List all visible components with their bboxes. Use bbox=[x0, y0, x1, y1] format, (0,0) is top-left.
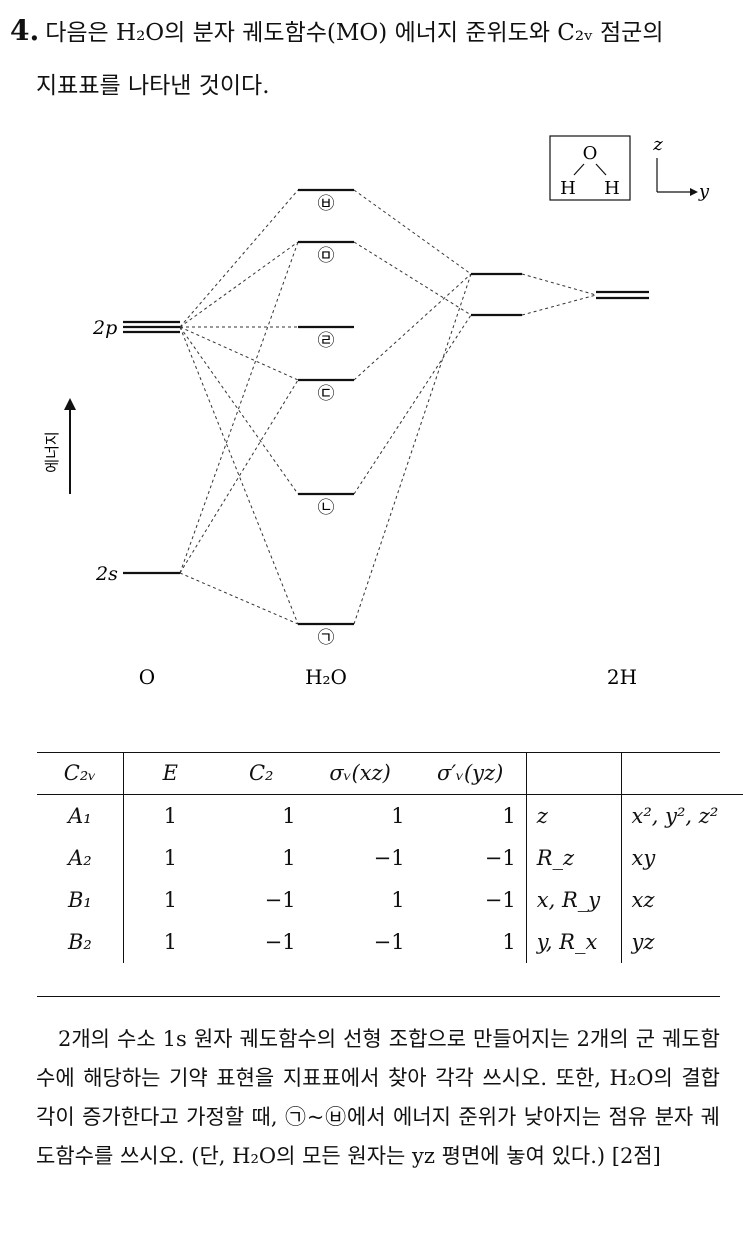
svg-text:H: H bbox=[560, 178, 576, 199]
mo-label-1: ㉠ bbox=[318, 628, 335, 648]
table-header-row: C₂ᵥ E C₂ σᵥ(xz) σ′ᵥ(yz) bbox=[37, 752, 743, 795]
svg-text:H: H bbox=[604, 178, 620, 199]
question-header: 4.다음은 H₂O의 분자 궤도함수(MO) 에너지 준위도와 C₂ᵥ 점군의 bbox=[10, 14, 735, 50]
arrow-up-icon bbox=[64, 398, 76, 410]
question-number: 4. bbox=[10, 14, 40, 47]
atom-label-o: O bbox=[139, 665, 155, 689]
question-line1: 다음은 H₂O의 분자 궤도함수(MO) 에너지 준위도와 C₂ᵥ 점군의 bbox=[45, 20, 664, 46]
mo-energy-diagram: 2p 2s ㉥ ㉤ ㉣ ㉢ ㉡ ㉠ O H₂O 2H 에너지 O H H z y bbox=[43, 134, 710, 689]
correlation-lines bbox=[179, 189, 597, 625]
mo-label-6: ㉥ bbox=[318, 194, 335, 214]
atom-label-h2o: H₂O bbox=[305, 665, 347, 689]
arrow-right-icon bbox=[690, 188, 698, 196]
energy-axis: 에너지 bbox=[43, 398, 76, 494]
molecule-inset: O H H bbox=[549, 135, 631, 201]
mo-label-2: ㉡ bbox=[318, 498, 335, 518]
table-bottom-rule bbox=[37, 996, 720, 997]
mo-label-4: ㉣ bbox=[318, 331, 335, 351]
energy-levels bbox=[123, 188, 649, 626]
energy-label: 에너지 bbox=[43, 431, 61, 472]
question-body: 2개의 수소 1s 원자 궤도함수의 선형 조합으로 만들어지는 2개의 군 궤… bbox=[36, 1020, 720, 1176]
o-2s-label: 2s bbox=[95, 563, 118, 585]
atom-label-2h: 2H bbox=[607, 665, 637, 689]
mo-label-5: ㉤ bbox=[318, 246, 335, 266]
svg-text:z: z bbox=[652, 134, 663, 155]
o-2p-label: 2p bbox=[92, 317, 117, 339]
svg-text:y: y bbox=[698, 181, 710, 202]
svg-text:O: O bbox=[583, 143, 598, 164]
coordinate-axes: z y bbox=[652, 134, 710, 202]
mo-label-3: ㉢ bbox=[318, 384, 335, 404]
question-body-text: 2개의 수소 1s 원자 궤도함수의 선형 조합으로 만들어지는 2개의 군 궤… bbox=[36, 1027, 720, 1168]
question-line2: 지표표를 나타낸 것이다. bbox=[36, 73, 270, 99]
